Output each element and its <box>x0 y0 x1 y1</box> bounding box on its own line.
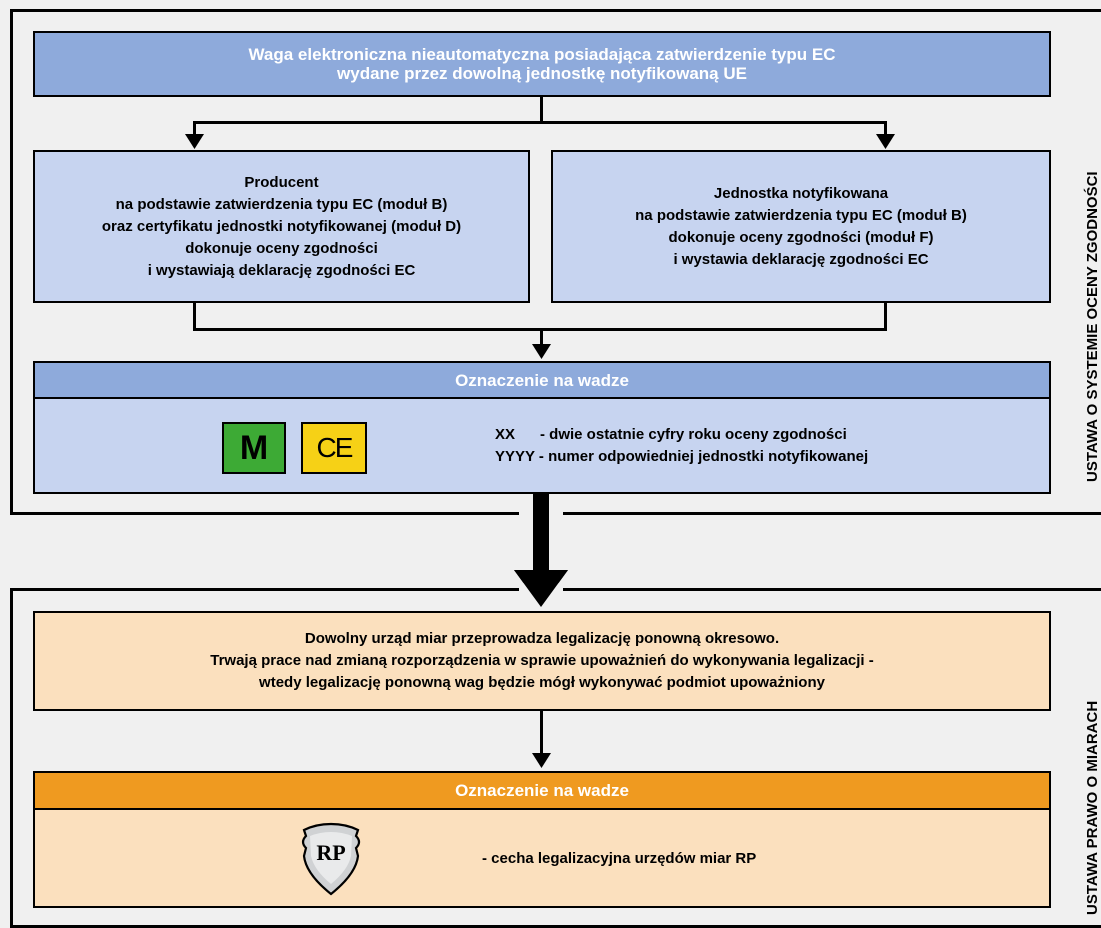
notified-body-line-3: dokonuje oceny zgodności (moduł F) <box>668 228 934 246</box>
notified-body-line-1: Jednostka notyfikowana <box>713 184 889 202</box>
info-line-3: wtedy legalizację ponowną wag będzie móg… <box>259 674 825 691</box>
notified-body-line-4: i wystawia deklarację zgodności EC <box>673 250 929 268</box>
notified-body-box: Jednostka notyfikowana na podstawie zatw… <box>551 150 1051 303</box>
reverification-info-box: Dowolny urząd miar przeprowadza legaliza… <box>33 611 1051 711</box>
arrow-to-rp-marking <box>532 753 551 768</box>
connector-left-up <box>193 303 196 331</box>
connector-split-horizontal <box>193 121 887 124</box>
conformity-act-label: USTAWA O SYSTEMIE OCENY ZGODNOŚCI <box>1084 171 1101 482</box>
big-arrow-head-overlay <box>514 570 568 607</box>
arrow-to-right-box <box>876 134 895 149</box>
marking-title: Oznaczenie na wadze <box>455 370 629 390</box>
rp-marking-title-bar: Oznaczenie na wadze <box>33 771 1051 810</box>
marking-yyyy-line: YYYY - numer odpowiedniej jednostki noty… <box>495 448 869 465</box>
info-line-1: Dowolny urząd miar przeprowadza legaliza… <box>304 630 780 647</box>
marking-xx-line: XX - dwie ostatnie cyfry roku oceny zgod… <box>495 426 847 443</box>
connector-right-down <box>884 121 887 137</box>
manufacturer-line-1: Producent <box>244 173 319 191</box>
connector-info-down <box>540 711 543 756</box>
rp-marking-content <box>33 808 1051 908</box>
metrology-act-label: USTAWA PRAWO O MIARACH <box>1084 700 1101 915</box>
marking-title-bar: Oznaczenie na wadze <box>33 361 1051 399</box>
ce-mark-icon: CE <box>301 422 367 474</box>
rp-marking-title: Oznaczenie na wadze <box>455 780 629 800</box>
manufacturer-line-3: oraz certyfikatu jednostki notyfikowanej… <box>101 217 462 235</box>
connector-header-down <box>540 97 543 123</box>
manufacturer-box: Producent na podstawie zatwierdzenia typ… <box>33 150 530 303</box>
rp-mark-text: RP <box>316 840 345 865</box>
manufacturer-line-5: i wystawiają deklarację zgodności EC <box>147 261 416 279</box>
header-line-1: Waga elektroniczna nieautomatyczna posia… <box>248 45 836 64</box>
manufacturer-line-2: na podstawie zatwierdzenia typu EC (modu… <box>115 195 448 213</box>
connector-merge-down <box>540 328 543 346</box>
ec-type-approval-header: Waga elektroniczna nieautomatyczna posia… <box>33 31 1051 97</box>
notified-body-line-2: na podstawie zatwierdzenia typu EC (modu… <box>635 206 967 224</box>
rp-shield-icon: RP <box>301 822 361 896</box>
info-line-2: Trwają prace nad zmianą rozporządzenia w… <box>210 652 874 669</box>
arrow-to-marking <box>532 344 551 359</box>
header-line-2: wydane przez dowolną jednostkę notyfikow… <box>337 64 747 83</box>
connector-left-down <box>193 121 196 137</box>
marking-content <box>33 397 1051 494</box>
arrow-to-left-box <box>185 134 204 149</box>
rp-description: - cecha legalizacyjna urzędów miar RP <box>482 850 757 867</box>
m-mark-icon: M <box>222 422 286 474</box>
connector-right-up <box>884 303 887 331</box>
manufacturer-line-4: dokonuje oceny zgodności <box>185 239 378 257</box>
big-arrow-shaft-overlay <box>533 505 549 575</box>
